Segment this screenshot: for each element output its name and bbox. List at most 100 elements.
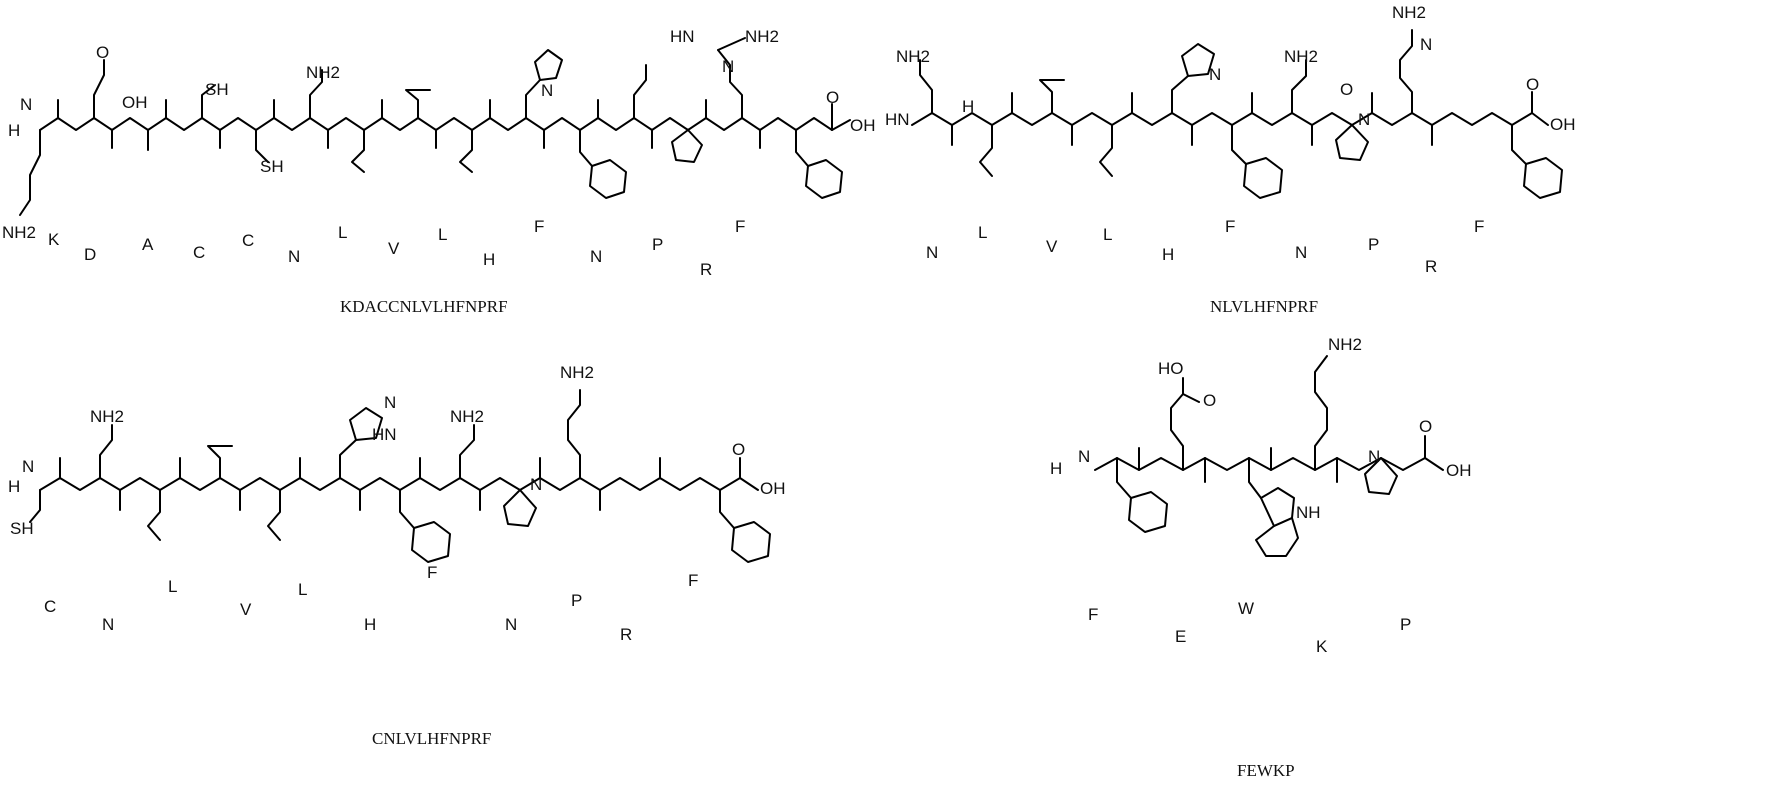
atom-label: O [732,440,745,459]
structure-nlvlhfnprf: HN NH2 H N NH2 O NH2 N N OH O N L V L H … [885,3,1576,316]
carbonyl-groups [57,99,761,149]
residue-label: L [438,225,447,244]
residue-label: L [338,223,347,242]
side-chains [19,37,851,216]
atom-label: N [530,475,542,494]
atom-label: O [1340,80,1353,99]
residue-label: N [288,247,300,266]
atom-label: N [1358,110,1370,129]
residue-label: K [1316,637,1328,656]
carbonyl-groups [59,457,741,511]
backbone-chain [911,112,1533,126]
atom-label: OH [122,93,148,112]
atom-label: NH2 [306,63,340,82]
atom-label: N [1420,35,1432,54]
atom-label: NH [1296,503,1321,522]
backbone-chain [39,117,833,131]
sequence-caption: NLVLHFNPRF [1210,297,1318,316]
atom-label: HN [372,425,397,444]
atom-label: O [1419,417,1432,436]
structure-cnlvlhfnprf: H N SH NH2 HN NH2 N N NH2 OH O C N L V L… [8,363,786,748]
residue-label: W [1238,599,1254,618]
atom-label: H [962,97,974,116]
residue-label: R [620,625,632,644]
residue-label: K [48,230,60,249]
atom-label: N [22,457,34,476]
residue-label: F [1225,217,1235,236]
residue-label: C [44,597,56,616]
residue-label: N [1295,243,1307,262]
atom-label: N [1078,447,1090,466]
atom-label: NH2 [1392,3,1426,22]
sequence-caption: CNLVLHFNPRF [372,729,491,748]
atom-label: NH2 [450,407,484,426]
side-chains [919,29,1563,199]
atom-label: H [8,121,20,140]
residue-label: H [364,615,376,634]
atom-label: NH2 [1328,335,1362,354]
carbonyl-groups [951,91,1533,146]
residue-label: P [571,591,582,610]
atom-label: OH [1446,461,1472,480]
structure-fewkp: H N HO O NH2 NH N OH O F E W K P FEWKP [1050,335,1472,780]
residue-label: L [168,577,177,596]
atom-label: OH [1550,115,1576,134]
residue-label: P [1400,615,1411,634]
atom-label: NH2 [90,407,124,426]
atom-label: OH [760,479,786,498]
residue-label: F [1474,217,1484,236]
atom-label: N [722,57,734,76]
residue-label: N [505,615,517,634]
atom-label: HN [885,110,910,129]
atom-label: SH [205,80,229,99]
residue-label: F [1088,605,1098,624]
atom-label: SH [260,157,284,176]
atom-label: SH [10,519,34,538]
residue-label: C [193,243,205,262]
atom-label: N [384,393,396,412]
atom-label: N [20,95,32,114]
residue-label: V [240,600,252,619]
atom-label: NH2 [896,47,930,66]
atom-label: H [8,477,20,496]
residue-label: A [142,235,154,254]
residue-label: F [735,217,745,236]
residue-label: D [84,245,96,264]
atom-label: N [541,81,553,100]
residue-label: C [242,231,254,250]
atom-label: NH2 [560,363,594,382]
atom-label: HO [1158,359,1184,378]
backbone-chain [1094,457,1426,471]
residue-label: E [1175,627,1186,646]
residue-label: N [590,247,602,266]
carbonyl-groups [1138,435,1426,483]
structure-kdaccnlvlhfnprf: H N NH2 OH O SH SH NH2 N HN NH2 N O OH K… [2,27,876,316]
residue-label: H [483,250,495,269]
atom-label: HN [670,27,695,46]
residue-label: L [1103,225,1112,244]
side-chains [1116,355,1444,557]
residue-label: R [1425,257,1437,276]
residue-label: P [652,235,663,254]
residue-label: F [534,217,544,236]
backbone-chain [39,477,741,491]
residue-label: R [700,260,712,279]
atom-label: O [1526,75,1539,94]
residue-label: H [1162,245,1174,264]
side-chains [29,389,771,563]
residue-label: V [388,239,400,258]
atom-label: OH [850,116,876,135]
atom-label: NH2 [2,223,36,242]
atom-label: NH2 [1284,47,1318,66]
atom-label: O [826,88,839,107]
atom-label: O [1203,391,1216,410]
sequence-caption: KDACCNLVLHFNPRF [340,297,508,316]
atom-label: H [1050,459,1062,478]
atom-label: O [96,43,109,62]
atom-label: N [1209,65,1221,84]
residue-label: V [1046,237,1058,256]
residue-label: F [427,563,437,582]
residue-label: F [688,571,698,590]
residue-label: L [978,223,987,242]
sequence-caption: FEWKP [1237,761,1295,780]
